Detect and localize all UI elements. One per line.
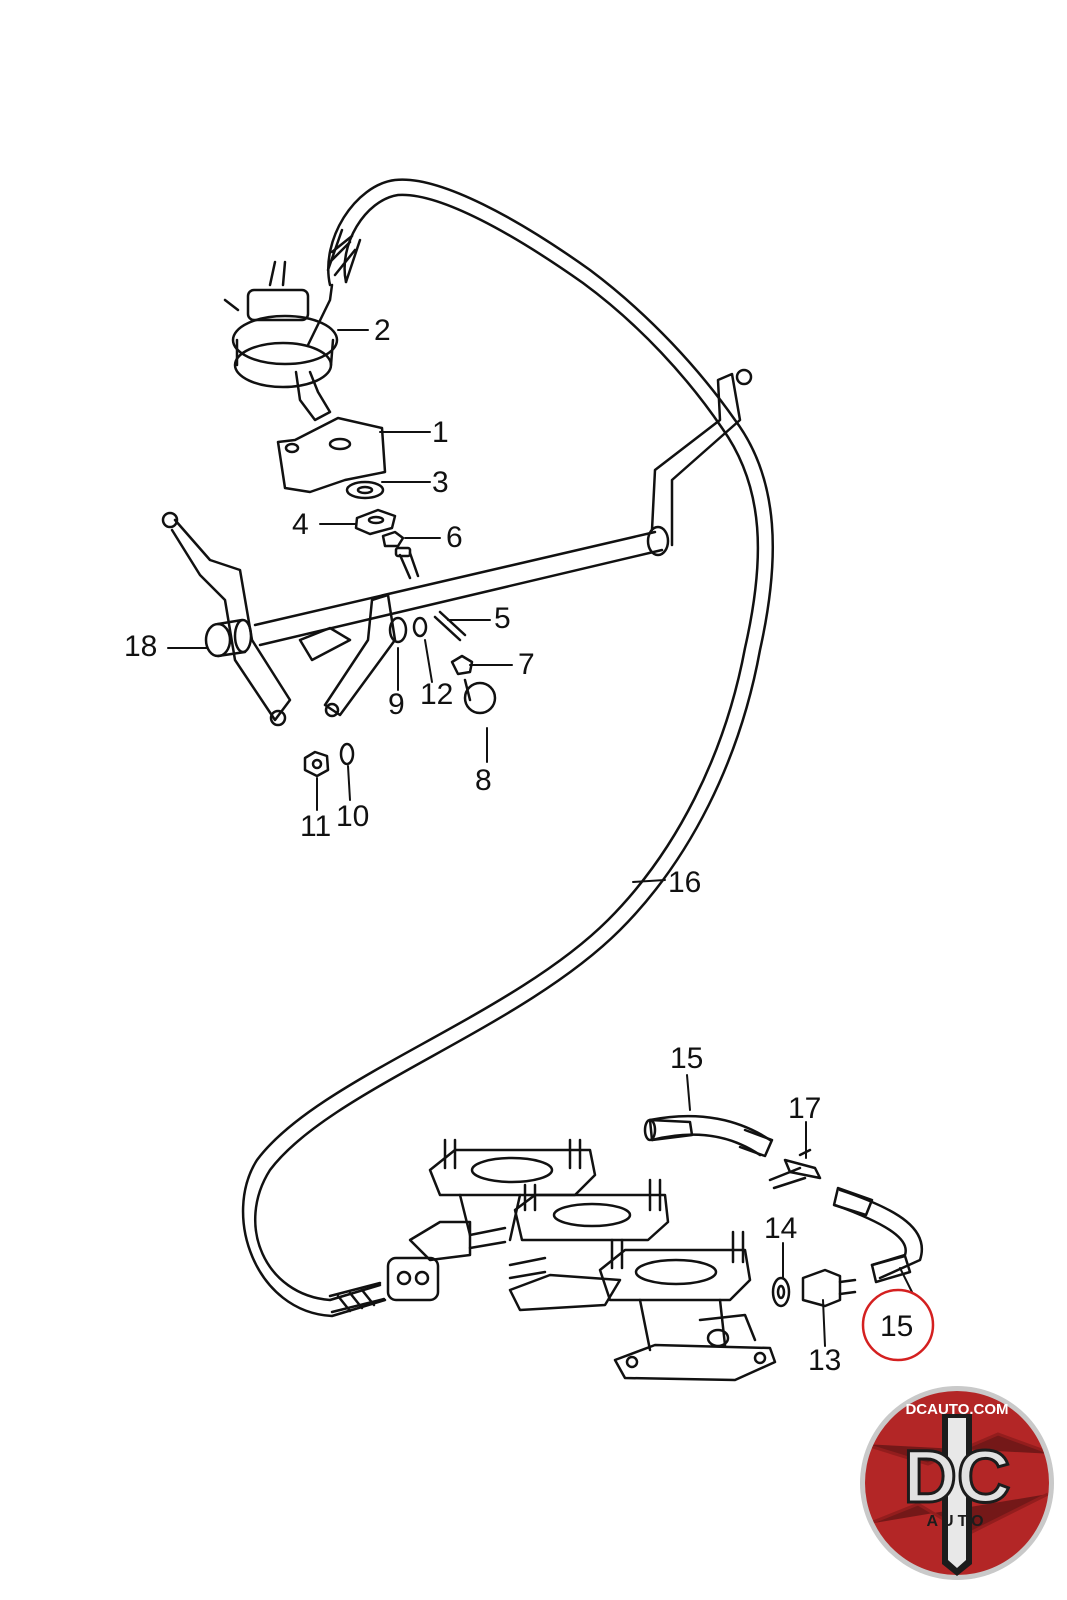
callout-3: 3 xyxy=(432,466,449,499)
callout-2: 2 xyxy=(374,314,391,347)
callout-18: 18 xyxy=(124,630,158,663)
throttle-shaft xyxy=(161,368,753,727)
callout-7: 7 xyxy=(518,648,535,681)
callout-15-upper: 15 xyxy=(670,1042,704,1075)
fitting xyxy=(771,1268,857,1308)
callout-1: 1 xyxy=(432,416,449,449)
logo-letters: DC xyxy=(904,1435,1011,1518)
vacuum-hose xyxy=(241,178,774,1318)
dcauto-logo: DCAUTO.COM DC AUTO xyxy=(858,1384,1056,1582)
nut-and-washer xyxy=(303,742,355,778)
hose-lower xyxy=(832,1186,923,1284)
highlight-circle xyxy=(861,1288,935,1362)
callout-8: 8 xyxy=(475,764,492,797)
intake-manifolds xyxy=(408,1138,777,1382)
logo-url-text: DCAUTO.COM xyxy=(905,1401,1008,1418)
hose-upper xyxy=(643,1114,774,1158)
callout-9: 9 xyxy=(388,688,405,721)
callout-10: 10 xyxy=(336,800,370,833)
grommet xyxy=(386,1256,440,1302)
callout-6: 6 xyxy=(446,521,463,554)
callout-4: 4 xyxy=(292,508,309,541)
vacuum-unit xyxy=(223,260,339,422)
callout-17: 17 xyxy=(788,1092,822,1125)
leader-lines xyxy=(167,329,913,1347)
callout-16: 16 xyxy=(668,866,702,899)
callout-12: 12 xyxy=(420,678,454,711)
callout-11: 11 xyxy=(300,810,332,843)
small-fasteners xyxy=(345,480,420,580)
callout-15-lower: 15 xyxy=(880,1310,914,1343)
mounting-bracket xyxy=(276,416,387,494)
callout-14: 14 xyxy=(764,1212,798,1245)
logo-sub: AUTO xyxy=(926,1513,987,1530)
callout-5: 5 xyxy=(494,602,511,635)
t-fitting xyxy=(768,1148,822,1190)
callout-13: 13 xyxy=(808,1344,842,1377)
